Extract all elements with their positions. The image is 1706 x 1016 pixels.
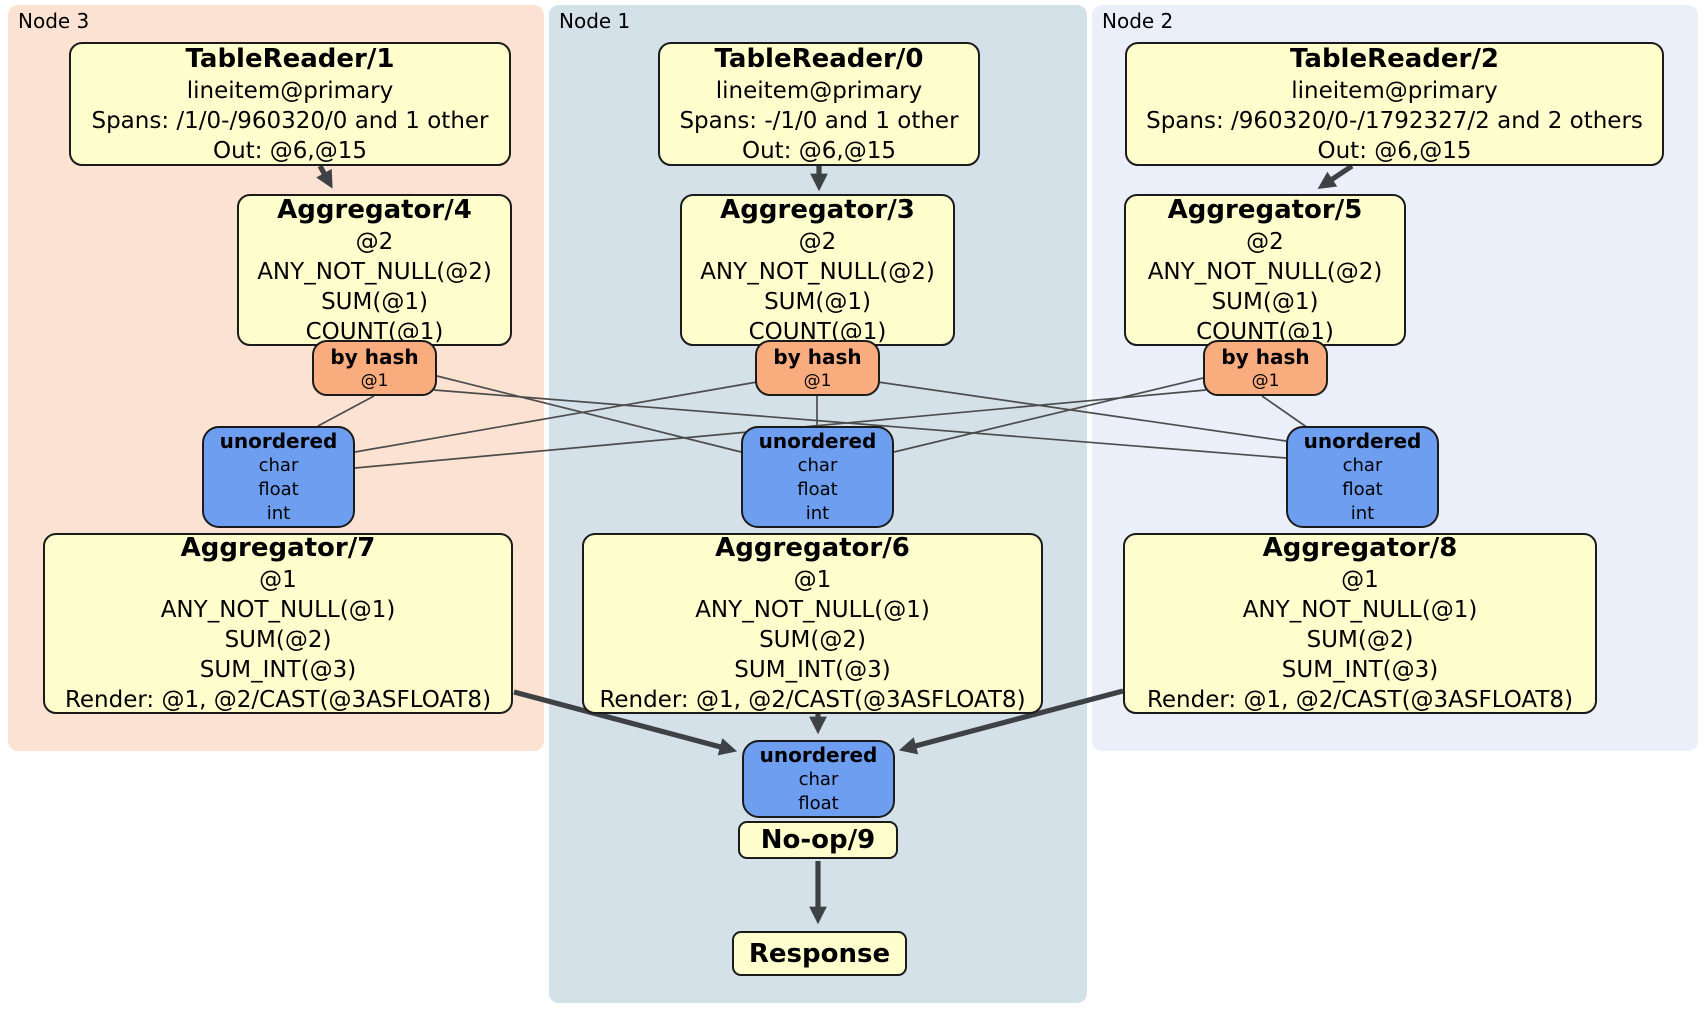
processor-line: Spans: /960320/0-/1792327/2 and 2 others [1146,107,1643,134]
processor-line: ANY_NOT_NULL(@1) [695,597,930,623]
unordered-final-sync: unordered char float [742,740,895,818]
processor-line: SUM(@2) [759,627,866,653]
processor-line: Spans: /1/0-/960320/0 and 1 other [91,107,489,134]
sync-line: char [798,769,839,790]
sync-line: float [797,479,838,500]
processor-line: SUM_INT(@3) [199,657,357,683]
processor-line: ANY_NOT_NULL(@1) [160,597,396,623]
aggregator-6-title: Aggregator/6 [715,533,910,563]
processor-line: @2 [1246,228,1284,255]
unordered-mid-sync: unordered char float int [741,426,894,528]
node1-label: Node 1 [559,9,631,33]
aggregator-3-box: Aggregator/3 @2 ANY_NOT_NULL(@2) SUM(@1)… [680,194,955,346]
aggregator-8-box: Aggregator/8 @1 ANY_NOT_NULL(@1) SUM(@2)… [1123,533,1597,714]
tablereader-0-box: TableReader/0 lineitem@primary Spans: -/… [658,42,980,166]
tablereader-2-box: TableReader/2 lineitem@primary Spans: /9… [1125,42,1664,166]
processor-line: SUM(@2) [224,627,332,653]
processor-line: @2 [798,228,837,255]
byhash-4-title: by hash [330,344,419,369]
aggregator-5-title: Aggregator/5 [1167,194,1363,225]
processor-line: SUM(@2) [1306,627,1414,653]
node3-label: Node 3 [18,9,90,33]
processor-line: Render: @1, @2/CAST(@3ASFLOAT8) [599,687,1026,713]
byhash-4-router: by hash @1 [312,340,437,396]
sync-line: float [258,479,299,500]
tablereader-2-title: TableReader/2 [1290,43,1499,74]
aggregator-5-box: Aggregator/5 @2 ANY_NOT_NULL(@2) SUM(@1)… [1124,194,1406,346]
byhash-4-detail: @1 [360,370,389,391]
processor-line: SUM_INT(@3) [734,657,891,683]
processor-line: SUM(@1) [764,288,871,315]
processor-line: Render: @1, @2/CAST(@3ASFLOAT8) [64,687,492,713]
unordered-right-sync: unordered char float int [1286,426,1439,528]
unordered-final-title: unordered [759,743,878,767]
processor-line: lineitem@primary [186,77,394,104]
unordered-right-title: unordered [1303,429,1422,453]
aggregator-7-title: Aggregator/7 [180,533,376,563]
unordered-mid-title: unordered [758,429,877,453]
processor-line: ANY_NOT_NULL(@2) [257,258,492,285]
byhash-5-title: by hash [1221,344,1310,369]
node2-label: Node 2 [1102,9,1174,33]
byhash-5-router: by hash @1 [1203,340,1328,396]
sync-line: float [1342,479,1383,500]
processor-line: @1 [259,567,297,593]
processor-line: SUM(@1) [321,288,428,315]
sync-line: int [1350,503,1375,524]
processor-line: ANY_NOT_NULL(@2) [1147,258,1383,285]
byhash-3-router: by hash @1 [755,340,880,396]
response-title: Response [748,938,891,969]
aggregator-3-title: Aggregator/3 [720,194,915,225]
processor-line: Render: @1, @2/CAST(@3ASFLOAT8) [1146,687,1574,713]
processor-line: SUM(@1) [1211,288,1319,315]
aggregator-7-box: Aggregator/7 @1 ANY_NOT_NULL(@1) SUM(@2)… [43,533,513,714]
processor-line: ANY_NOT_NULL(@2) [700,258,935,285]
sync-line: int [266,503,291,524]
response-box: Response [732,931,907,976]
processor-line: @1 [793,567,832,593]
byhash-3-detail: @1 [803,370,832,391]
byhash-3-title: by hash [773,344,862,369]
tablereader-0-title: TableReader/0 [714,43,924,74]
sync-line: char [797,455,838,476]
processor-line: Out: @6,@15 [213,137,367,164]
unordered-left-sync: unordered char float int [202,426,355,528]
sync-line: float [798,793,839,814]
sync-line: int [805,503,830,524]
aggregator-8-title: Aggregator/8 [1262,533,1458,563]
processor-line: Out: @6,@15 [742,137,896,164]
processor-line: ANY_NOT_NULL(@1) [1242,597,1478,623]
processor-line: @2 [355,228,394,255]
aggregator-6-box: Aggregator/6 @1 ANY_NOT_NULL(@1) SUM(@2)… [582,533,1043,714]
tablereader-1-title: TableReader/1 [185,43,395,74]
noop-9-box: No-op/9 [738,821,898,859]
sync-line: char [1342,455,1383,476]
processor-line: Spans: -/1/0 and 1 other [679,107,959,134]
sync-line: char [258,455,299,476]
noop-9-title: No-op/9 [760,825,876,855]
unordered-left-title: unordered [219,429,338,453]
processor-line: @1 [1341,567,1379,593]
aggregator-4-title: Aggregator/4 [277,194,472,225]
processor-line: lineitem@primary [1291,77,1498,104]
processor-line: Out: @6,@15 [1317,137,1472,164]
tablereader-1-box: TableReader/1 lineitem@primary Spans: /1… [69,42,511,166]
processor-line: lineitem@primary [715,77,923,104]
processor-line: SUM_INT(@3) [1281,657,1439,683]
byhash-5-detail: @1 [1251,370,1280,391]
aggregator-4-box: Aggregator/4 @2 ANY_NOT_NULL(@2) SUM(@1)… [237,194,512,346]
